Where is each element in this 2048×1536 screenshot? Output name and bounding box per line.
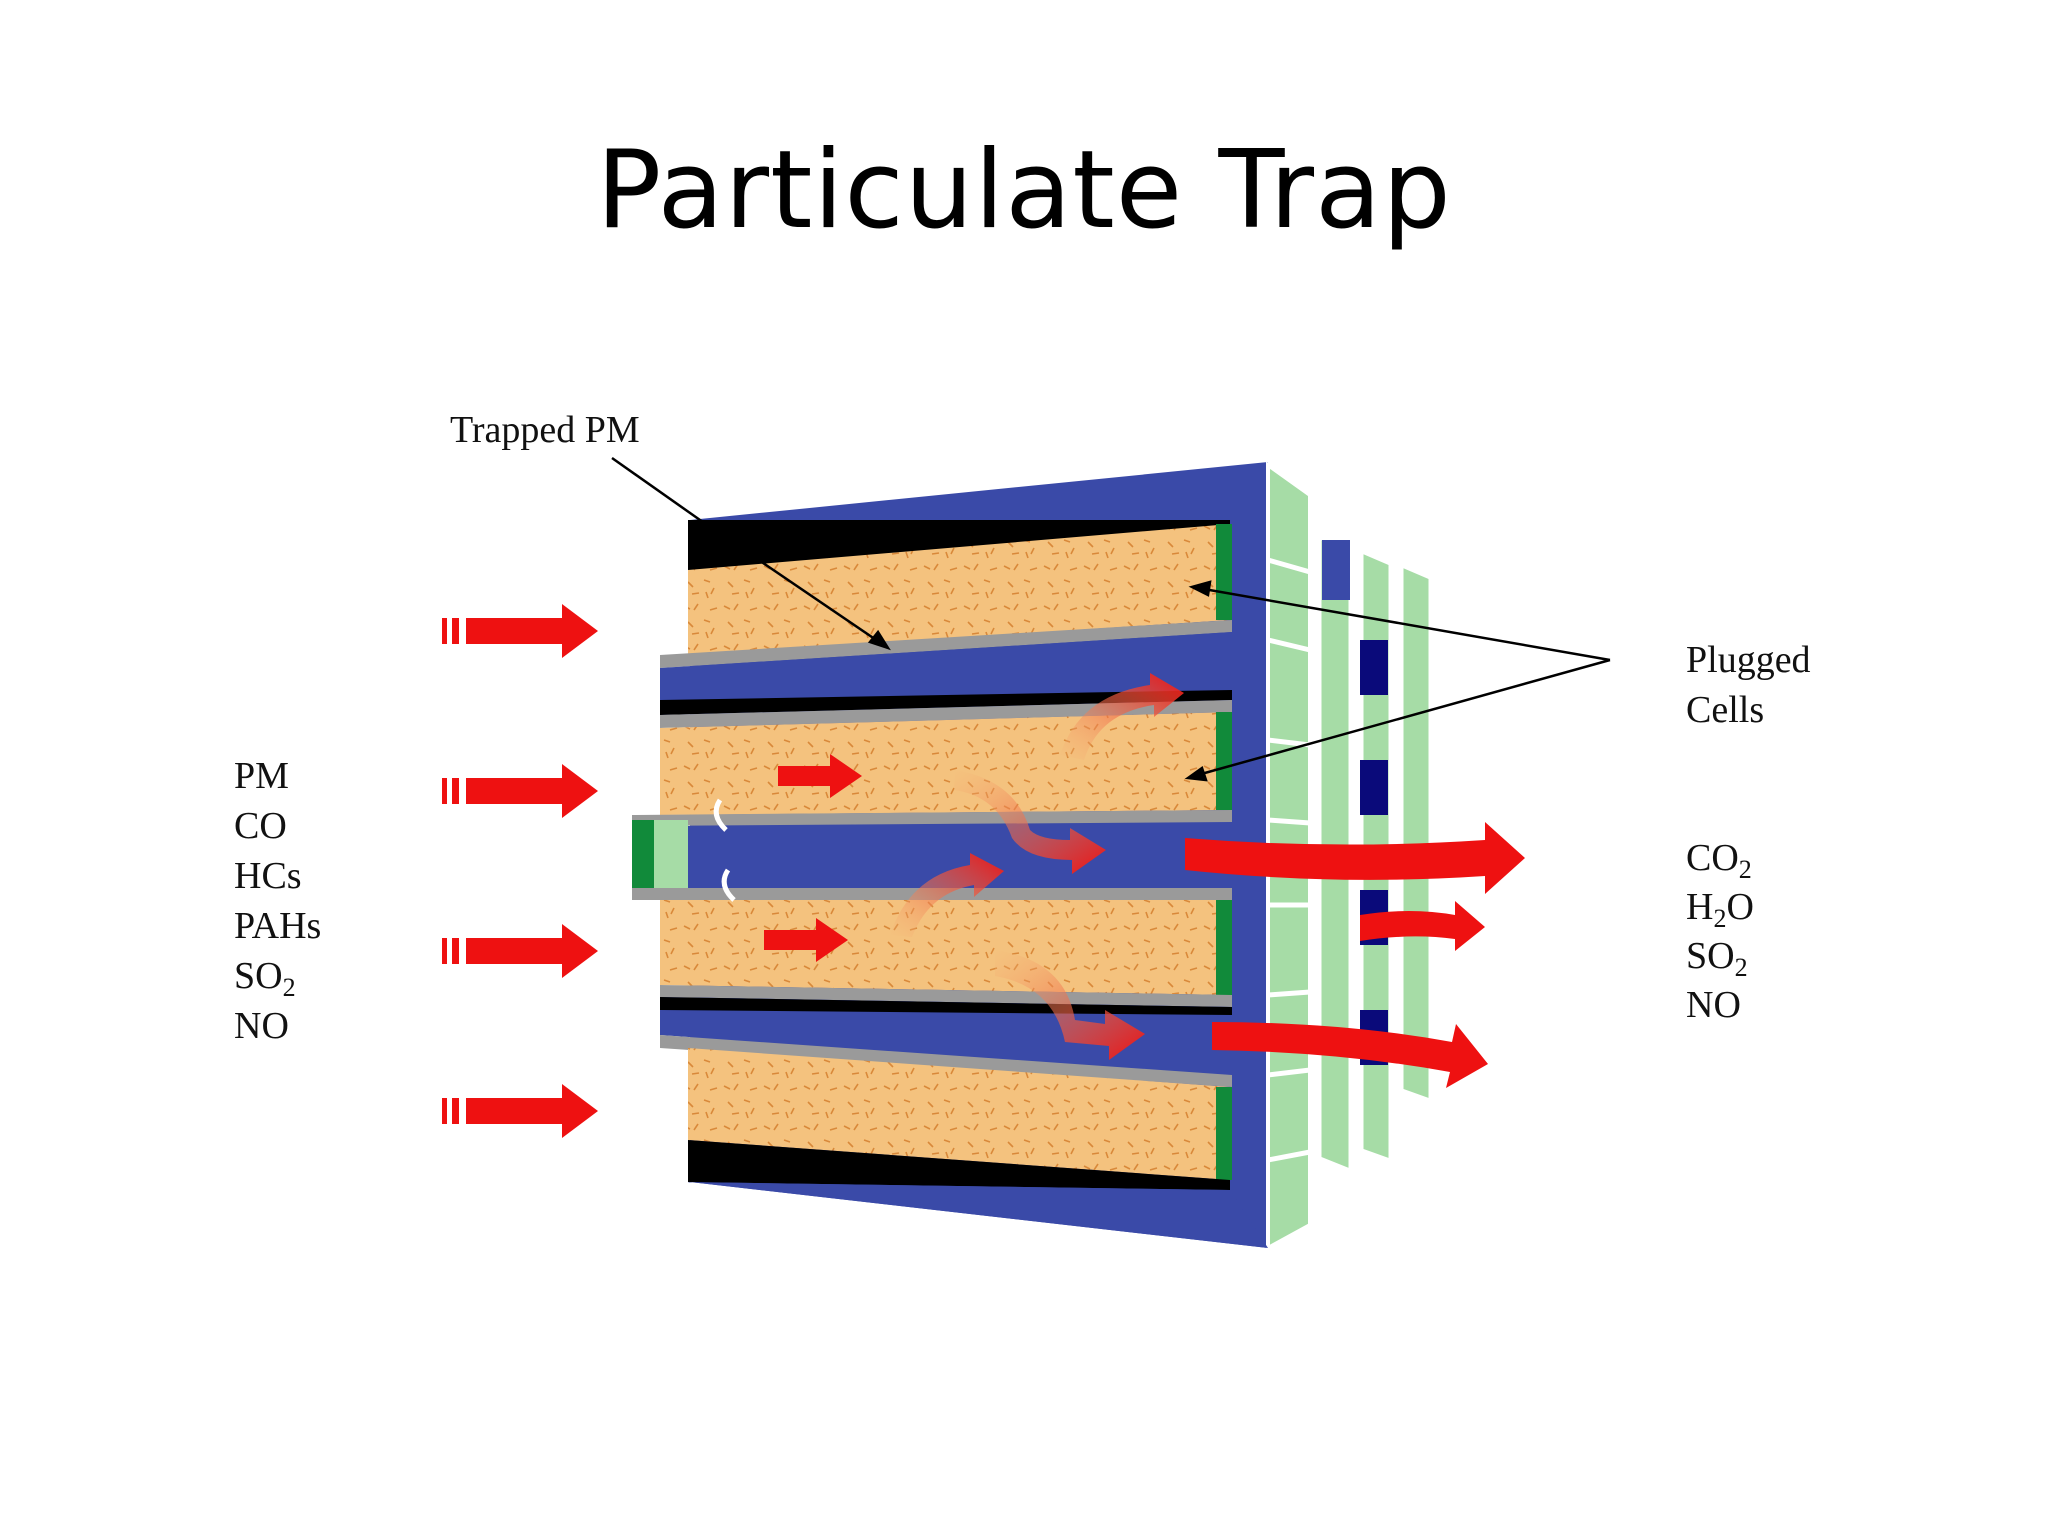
internal-flow-arrows: [764, 673, 1184, 1060]
inlet-species-1: CO: [234, 805, 287, 847]
outlet-species-0: CO2: [1686, 837, 1752, 884]
plugged-cells-label-line2: Cells: [1686, 689, 1764, 731]
inlet-channel-4: [688, 1048, 1230, 1180]
inlet-species-2: HCs: [234, 855, 302, 897]
inlet-species-5: NO: [234, 1005, 289, 1047]
outlet-flow-arrows: [1185, 822, 1525, 1088]
inlet-channel-2: [660, 712, 1232, 815]
plug-center-dark: [632, 820, 654, 892]
outlet-arrow-3: [1212, 1022, 1488, 1088]
inlet-channel-3: [660, 900, 1232, 995]
outlet-species-1: H2O: [1686, 886, 1754, 933]
trapped-pm-label: Trapped PM: [450, 409, 640, 451]
plug-center-light: [654, 820, 688, 892]
inlet-arrow-4: [442, 1084, 598, 1138]
outlet-channel-3: [660, 997, 1232, 1075]
trapped-pm-layer-bottom: [688, 1140, 1230, 1190]
filter-channels: [632, 520, 1268, 1248]
inlet-arrow-2: [442, 764, 598, 818]
inlet-channel-1: [688, 524, 1230, 655]
plugged-cells-label-line1: Plugged: [1686, 639, 1811, 681]
inlet-flow-arrows: [442, 604, 598, 1138]
plug-1: [1216, 524, 1232, 620]
outlet-species-2: SO2: [1686, 935, 1748, 982]
inlet-arrow-1: [442, 604, 598, 658]
leader-lines: [611, 456, 1611, 782]
inlet-arrow-3: [442, 924, 598, 978]
outlet-channel-2: [632, 826, 1232, 888]
plug-3: [1216, 900, 1232, 995]
outlet-arrow-1: [1185, 822, 1525, 894]
plug-4: [1216, 1087, 1232, 1180]
plug-2: [1216, 712, 1232, 810]
outlet-species-3: NO: [1686, 984, 1741, 1026]
inlet-species-4: SO2: [234, 955, 296, 1002]
inlet-species-3: PAHs: [234, 905, 321, 947]
slide-title: Particulate Trap: [596, 128, 1452, 253]
outlet-arrow-2: [1360, 901, 1485, 951]
inlet-species-0: PM: [234, 755, 289, 797]
